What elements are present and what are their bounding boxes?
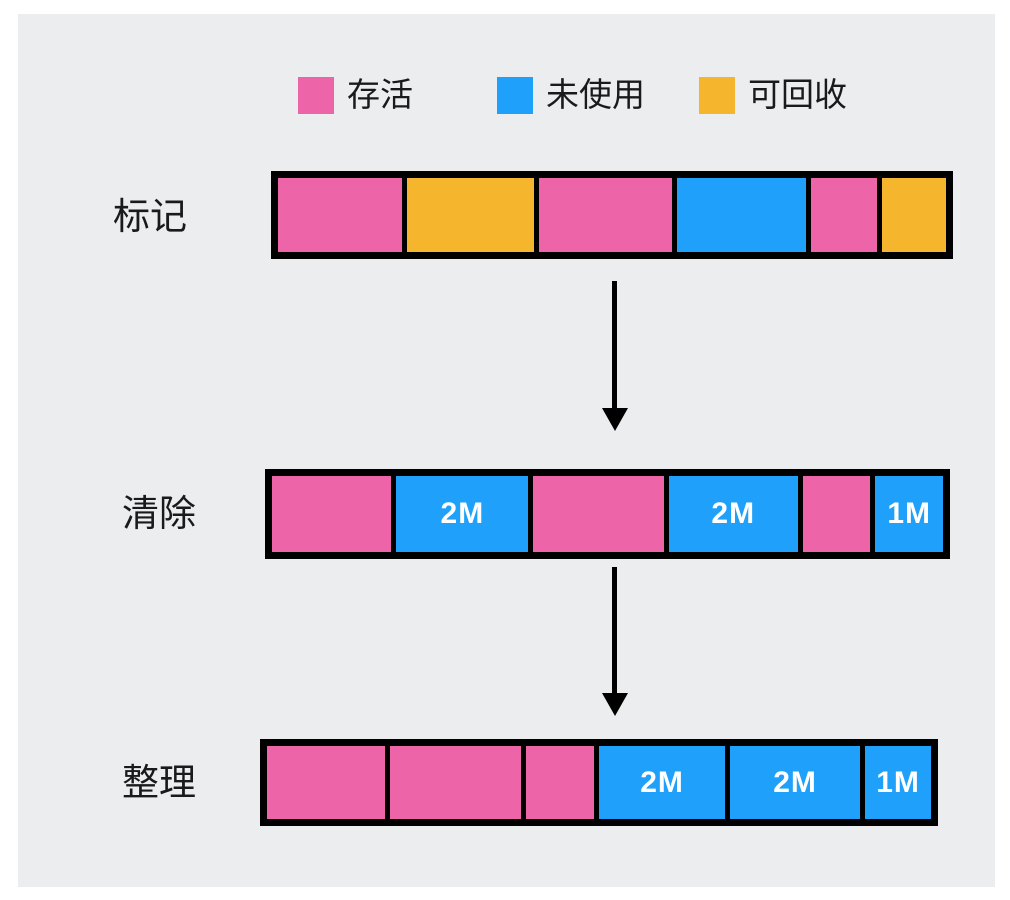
legend-label-alive: 存活 xyxy=(347,76,413,113)
memory-segment-reclaimable xyxy=(882,178,946,252)
segment-size-label: 1M xyxy=(887,497,932,530)
unused-color-swatch xyxy=(497,76,533,114)
legend-label-unused: 未使用 xyxy=(546,76,645,113)
reclaimable-color-swatch xyxy=(699,76,735,114)
memory-segment-unused: 2M xyxy=(668,476,798,552)
arrow-shaft xyxy=(612,281,617,411)
memory-segment-unused xyxy=(676,178,807,252)
phase-label-mark: 标记 xyxy=(113,196,187,237)
segment-size-label: 1M xyxy=(876,765,920,799)
arrow-head xyxy=(602,408,628,431)
arrow-shaft xyxy=(612,567,617,696)
segment-size-label: 2M xyxy=(640,765,684,799)
segment-size-label: 2M xyxy=(773,765,817,799)
memory-segment-alive xyxy=(272,476,392,552)
down-arrow-icon xyxy=(602,567,628,716)
alive-color-swatch xyxy=(298,76,334,114)
memory-segment-alive xyxy=(278,178,402,252)
memory-segment-alive xyxy=(267,746,386,819)
memory-bar-mark xyxy=(271,171,953,259)
memory-segment-alive xyxy=(802,476,871,552)
memory-segment-alive xyxy=(390,746,522,819)
memory-segment-alive xyxy=(533,476,664,552)
memory-segment-unused: 2M xyxy=(599,746,726,819)
memory-segment-alive xyxy=(811,178,878,252)
down-arrow-icon xyxy=(602,281,628,431)
memory-segment-unused: 2M xyxy=(730,746,861,819)
phase-label-sweep: 清除 xyxy=(122,493,196,534)
memory-segment-alive xyxy=(539,178,672,252)
memory-segment-unused: 2M xyxy=(396,476,529,552)
memory-bar-compact: 2M 2M 1M xyxy=(260,739,938,826)
memory-segment-alive xyxy=(526,746,595,819)
memory-segment-unused: 1M xyxy=(875,476,943,552)
legend-label-reclaimable: 可回收 xyxy=(748,76,847,113)
legend-item-reclaimable: 可回收 xyxy=(699,76,847,114)
arrow-head xyxy=(602,693,628,716)
diagram-canvas: 存活 未使用 可回收 标记 清除 2M 2M 1M 整理 2M 2M 1M xyxy=(18,14,995,887)
memory-segment-unused: 1M xyxy=(865,746,932,819)
phase-label-compact: 整理 xyxy=(122,762,196,803)
memory-segment-reclaimable xyxy=(406,178,535,252)
memory-bar-sweep: 2M 2M 1M xyxy=(265,469,950,559)
legend-item-unused: 未使用 xyxy=(497,76,645,114)
segment-size-label: 2M xyxy=(440,497,485,530)
legend-item-alive: 存活 xyxy=(298,76,413,114)
segment-size-label: 2M xyxy=(711,497,756,530)
